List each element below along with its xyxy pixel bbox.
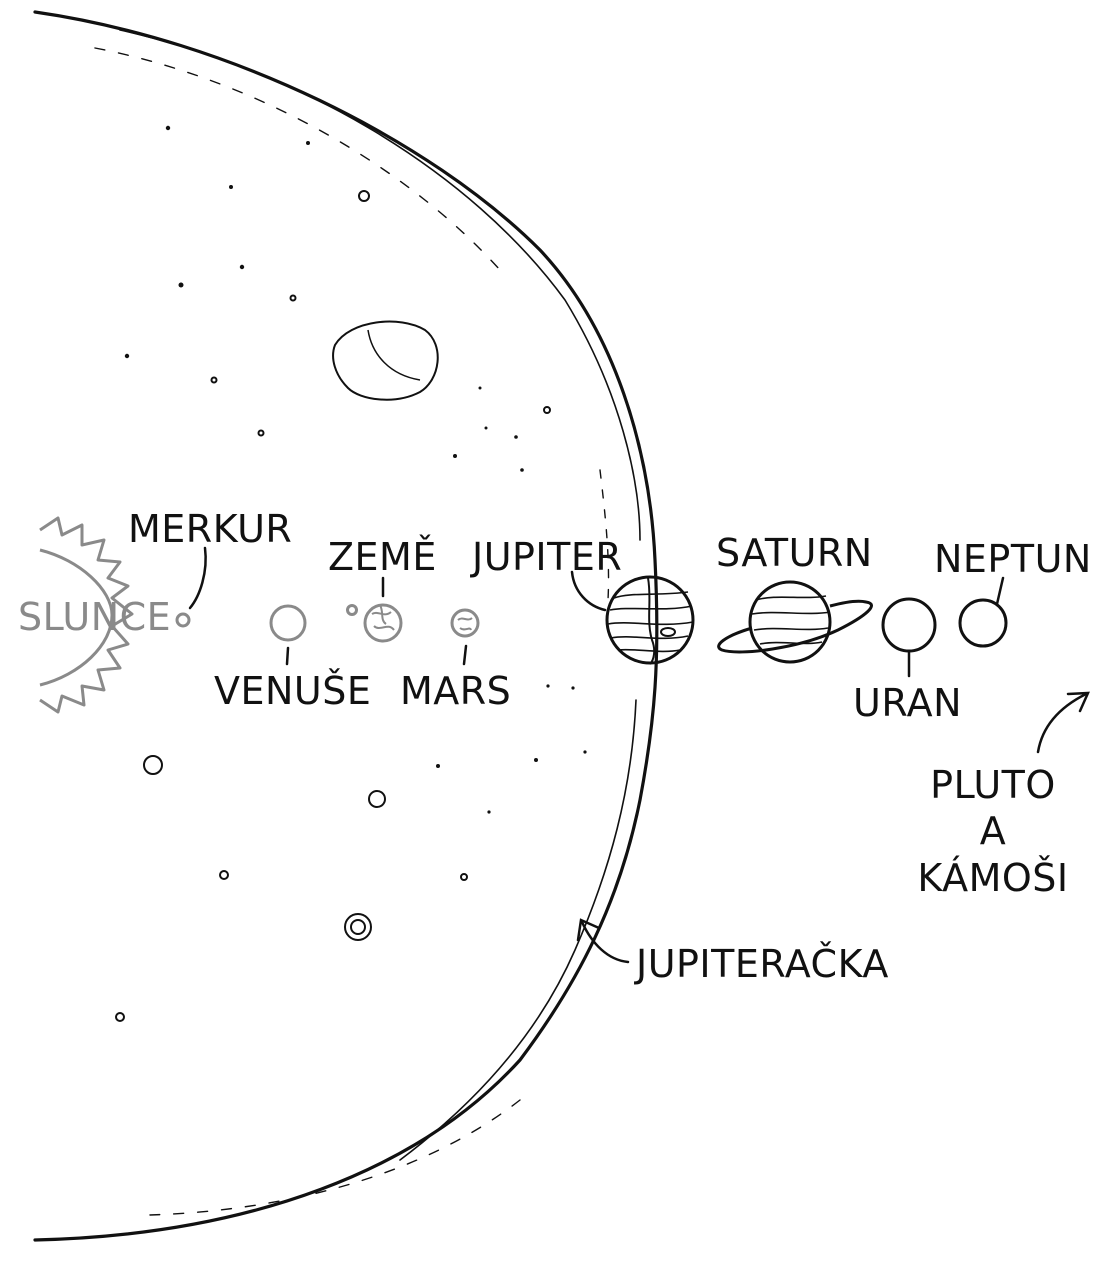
great-red-spot: [660, 627, 676, 637]
jupiter-planet: [605, 575, 695, 665]
mercury-planet: [175, 612, 191, 628]
earth-label: ZEMĚ: [328, 535, 437, 579]
uranus-label: URAN: [853, 681, 963, 725]
jupiter-label: JUPITER: [472, 535, 623, 579]
uranus-planet: [881, 597, 937, 653]
sun: [39, 516, 134, 714]
earth-planet: [363, 603, 403, 643]
giant-asteroid-outline: [33, 10, 659, 1242]
mars-label: MARS: [400, 669, 512, 713]
neptune-leader: [995, 576, 1005, 606]
giant-asteroid: [33, 10, 659, 1242]
crater: [350, 919, 366, 935]
pluto-label-line2: A KÁMOŠI: [917, 809, 1069, 900]
label-leaders: [188, 546, 1090, 964]
crater: [344, 913, 372, 941]
neptune-planet: [958, 598, 1008, 648]
crater: [543, 406, 551, 414]
venus-leader: [285, 646, 290, 666]
sun-disc-edge: [39, 548, 114, 687]
jupiter-leader: [570, 570, 607, 612]
sun-label: SLUNCE: [18, 595, 172, 639]
venus-planet: [269, 604, 307, 642]
outer-planets: [881, 597, 1008, 653]
pluto-label-line1: PLUTO: [930, 763, 1056, 807]
saturn-ring: [717, 599, 873, 654]
crater: [210, 376, 218, 384]
saturn-label: SATURN: [716, 531, 873, 575]
crater: [368, 790, 386, 808]
pluto-arrow: [1036, 692, 1088, 754]
crater: [219, 870, 229, 880]
mercury-leader: [188, 546, 207, 610]
crater-marks: [115, 190, 551, 1022]
moon-planet: [346, 604, 358, 616]
mars-leader: [462, 644, 468, 666]
crater: [460, 873, 468, 881]
mars-planet: [450, 608, 480, 638]
giant-asteroid-inner-edge: [119, 29, 641, 541]
asteroid-arrow: [580, 920, 630, 964]
crater: [115, 1012, 125, 1022]
asteroid-label: JUPITERAČKA: [636, 942, 889, 986]
neptune-label: NEPTUN: [934, 537, 1092, 581]
asteroid-specks: [124, 125, 587, 814]
crater: [257, 429, 265, 437]
crater: [358, 190, 370, 202]
inner-planets: [175, 603, 480, 643]
mercury-label: MERKUR: [128, 507, 293, 551]
crater: [289, 294, 297, 302]
saturn-planet: [717, 580, 873, 664]
pluto-label: PLUTO A KÁMOŠI: [898, 762, 1088, 901]
big-crater: [332, 320, 439, 401]
crater: [143, 755, 163, 775]
venus-label: VENUŠE: [214, 669, 372, 713]
sun-corona: [39, 516, 134, 714]
